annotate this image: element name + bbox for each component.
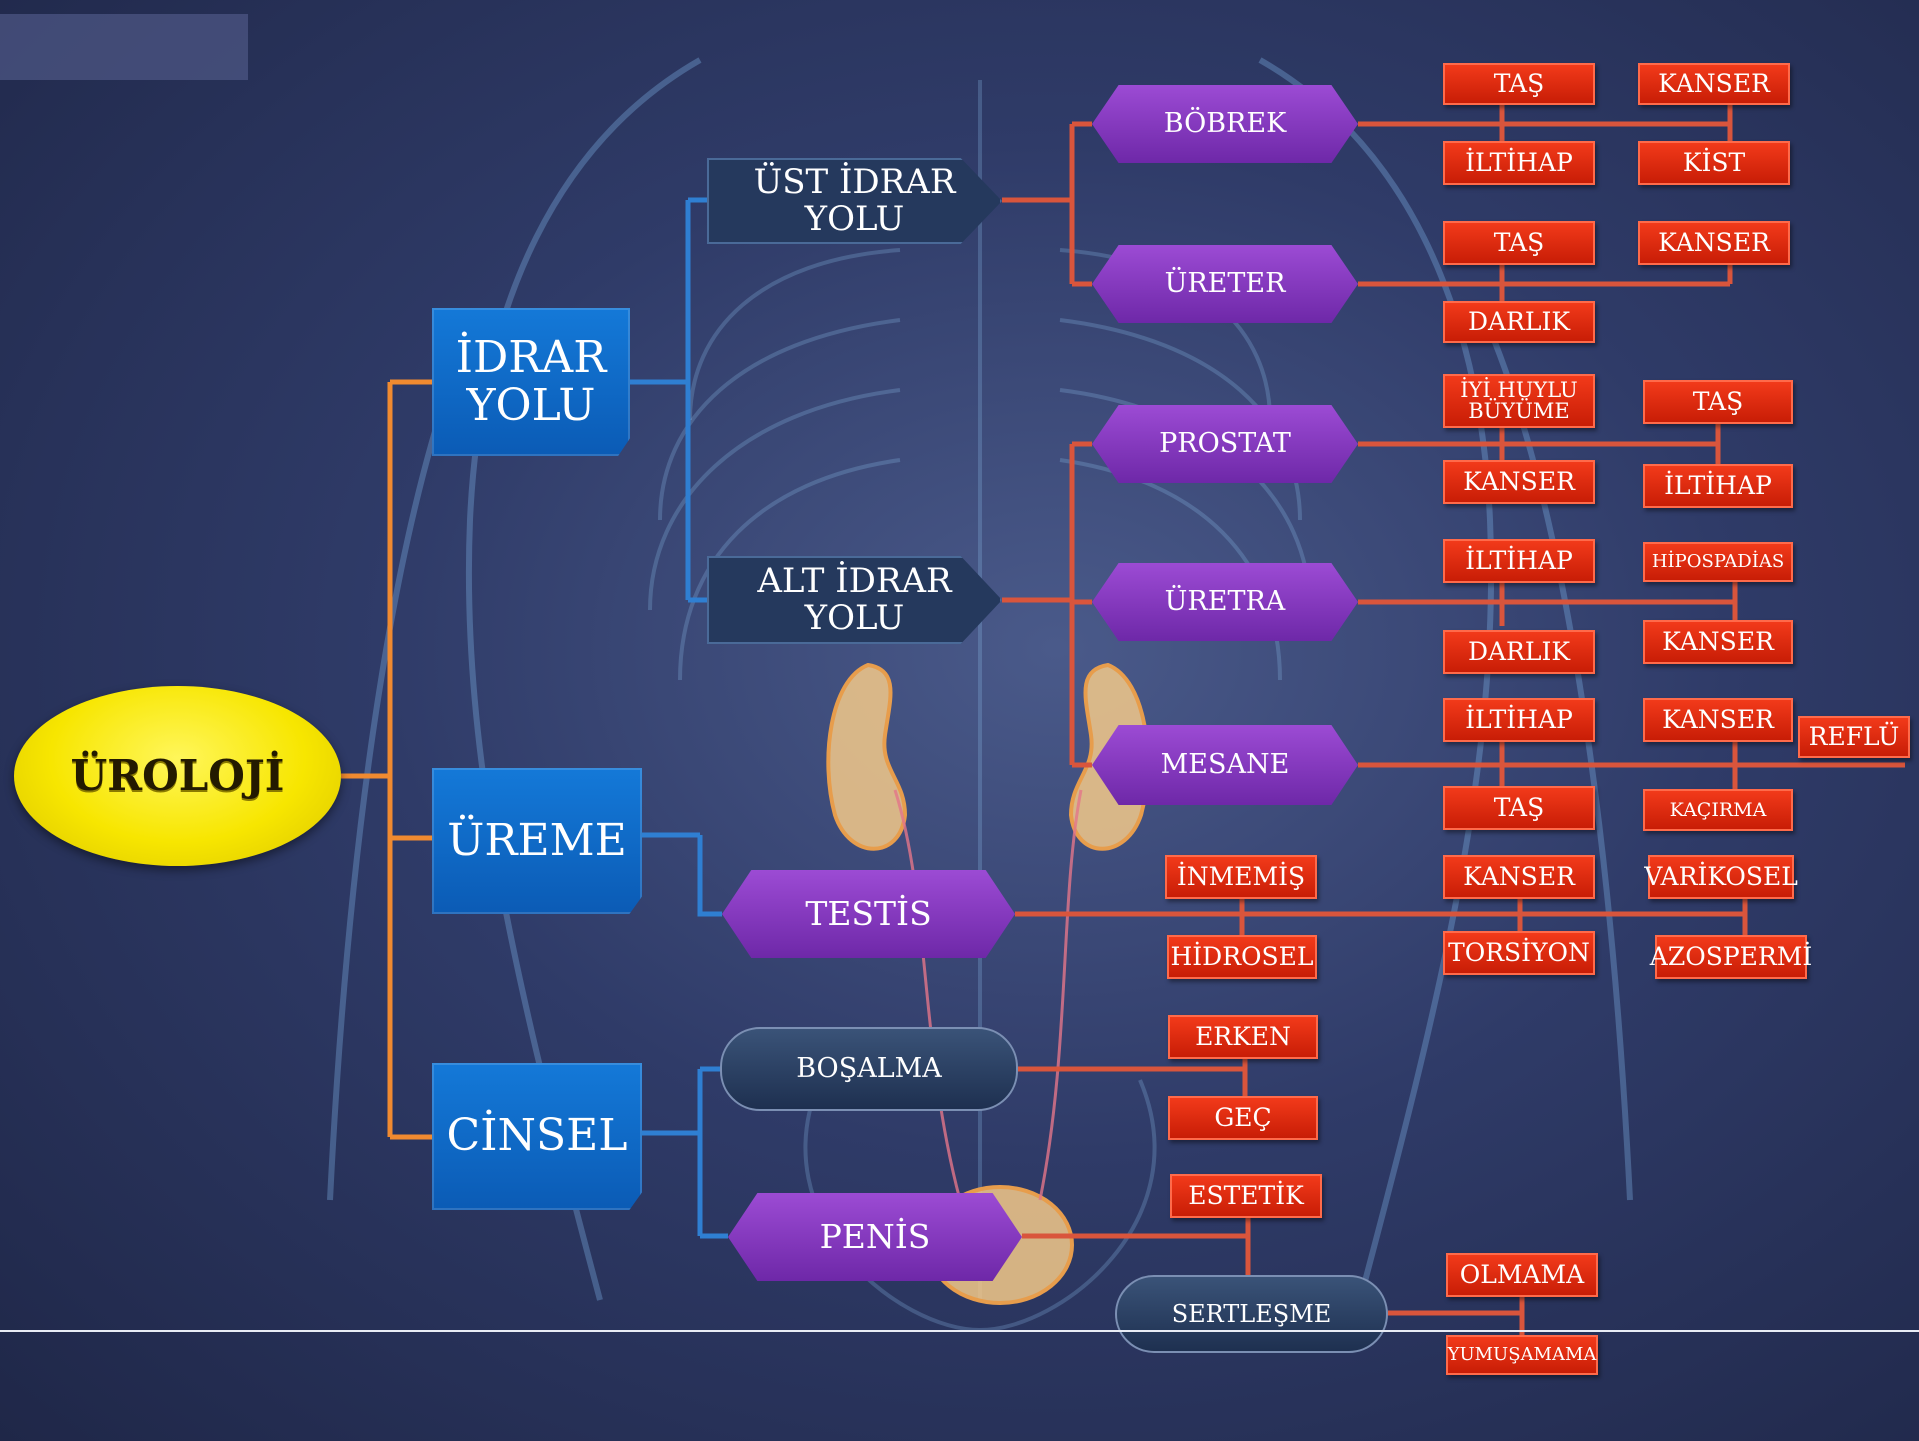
- organ-mesane[interactable]: MESANE: [1092, 725, 1358, 805]
- disease-tag[interactable]: İYİ HUYLU BÜYÜME: [1443, 374, 1595, 428]
- disease-label: TAŞ: [1692, 387, 1744, 417]
- disease-tag[interactable]: TAŞ: [1443, 221, 1595, 265]
- disease-tag[interactable]: İNMEMİŞ: [1165, 855, 1317, 899]
- organ-label: BÖBREK: [1163, 108, 1287, 140]
- disease-tag[interactable]: ESTETİK: [1170, 1174, 1322, 1218]
- disease-tag[interactable]: İLTİHAP: [1443, 539, 1595, 583]
- organ-label: TESTİS: [805, 893, 932, 933]
- disease-tag[interactable]: KAÇIRMA: [1643, 789, 1793, 831]
- disease-label: YUMUŞAMAMA: [1447, 1344, 1597, 1366]
- disease-tag[interactable]: AZOSPERMİ: [1650, 935, 1812, 979]
- disease-label: İLTİHAP: [1465, 546, 1573, 576]
- category-label: ÜREME: [447, 814, 627, 866]
- function-sertlesme[interactable]: SERTLEŞME: [1115, 1275, 1388, 1353]
- subsystem-label: ÜST İDRAR YOLU: [753, 161, 956, 239]
- category-idrar-yolu[interactable]: İDRAR YOLU: [432, 308, 630, 456]
- disease-tag[interactable]: KANSER: [1443, 855, 1595, 899]
- organ-label: ÜRETRA: [1164, 586, 1286, 618]
- disease-tag[interactable]: KANSER: [1638, 63, 1790, 105]
- disease-label: İLTİHAP: [1465, 705, 1573, 735]
- disease-label: HİPOSPADİAS: [1651, 551, 1785, 573]
- disease-tag[interactable]: VARİKOSEL: [1644, 855, 1798, 899]
- disease-label: KANSER: [1658, 69, 1770, 99]
- category-label: CİNSEL: [446, 1110, 628, 1162]
- disease-label: ESTETİK: [1188, 1181, 1304, 1211]
- disease-label: İYİ HUYLU BÜYÜME: [1460, 378, 1578, 423]
- subsystem-alt-idrar-yolu[interactable]: ALT İDRAR YOLU: [707, 556, 1002, 644]
- disease-label: KAÇIRMA: [1669, 798, 1767, 821]
- disease-label: HİDROSEL: [1170, 942, 1314, 972]
- disease-label: İLTİHAP: [1664, 471, 1772, 501]
- subsystem-ust-idrar-yolu[interactable]: ÜST İDRAR YOLU: [707, 158, 1002, 244]
- disease-tag[interactable]: DARLIK: [1443, 301, 1595, 343]
- disease-label: KANSER: [1662, 627, 1774, 657]
- organ-prostat[interactable]: PROSTAT: [1092, 405, 1358, 483]
- disease-label: DARLIK: [1467, 307, 1571, 337]
- disease-label: KİST: [1682, 148, 1746, 178]
- category-label: İDRAR YOLU: [455, 331, 607, 431]
- disease-tag[interactable]: KANSER: [1443, 460, 1595, 504]
- organ-penis[interactable]: PENİS: [728, 1193, 1022, 1281]
- disease-tag[interactable]: DARLIK: [1443, 630, 1595, 674]
- disease-tag[interactable]: HİPOSPADİAS: [1643, 542, 1793, 582]
- disease-label: OLMAMA: [1459, 1260, 1585, 1290]
- category-ureme[interactable]: ÜREME: [432, 768, 642, 914]
- disease-label: İNMEMİŞ: [1176, 862, 1306, 892]
- disease-tag[interactable]: KİST: [1638, 141, 1790, 185]
- subsystem-label: ALT İDRAR YOLU: [757, 560, 952, 638]
- disease-tag[interactable]: TAŞ: [1643, 380, 1793, 424]
- disease-label: GEÇ: [1214, 1103, 1272, 1133]
- disease-tag[interactable]: İLTİHAP: [1443, 141, 1595, 185]
- disease-label: İLTİHAP: [1465, 148, 1573, 178]
- disease-label: AZOSPERMİ: [1649, 942, 1813, 972]
- category-cinsel[interactable]: CİNSEL: [432, 1063, 642, 1210]
- disease-label: KANSER: [1463, 862, 1575, 892]
- disease-tag[interactable]: GEÇ: [1168, 1096, 1318, 1140]
- disease-label: REFLÜ: [1808, 722, 1900, 752]
- organ-ureter[interactable]: ÜRETER: [1092, 245, 1358, 323]
- organ-label: PENİS: [819, 1216, 931, 1256]
- root-label: ÜROLOJİ: [70, 750, 285, 800]
- disease-tag[interactable]: İLTİHAP: [1643, 464, 1793, 508]
- window-corner-overlay: [0, 14, 248, 80]
- disease-tag[interactable]: OLMAMA: [1446, 1253, 1598, 1297]
- organ-bobrek[interactable]: BÖBREK: [1092, 85, 1358, 163]
- organ-label: PROSTAT: [1159, 428, 1291, 460]
- disease-label: KANSER: [1463, 467, 1575, 497]
- disease-label: TAŞ: [1493, 228, 1545, 258]
- disease-tag[interactable]: TAŞ: [1443, 63, 1595, 105]
- organ-label: ÜRETER: [1164, 268, 1286, 300]
- disease-tag[interactable]: KANSER: [1643, 698, 1793, 742]
- disease-tag[interactable]: İLTİHAP: [1443, 698, 1595, 742]
- disease-tag[interactable]: HİDROSEL: [1167, 935, 1317, 979]
- organ-label: BOŞALMA: [796, 1053, 942, 1085]
- disease-tag[interactable]: TORSİYON: [1443, 931, 1595, 975]
- disease-tag[interactable]: KANSER: [1643, 620, 1793, 664]
- disease-tag[interactable]: YUMUŞAMAMA: [1446, 1335, 1598, 1375]
- disease-label: KANSER: [1662, 705, 1774, 735]
- organ-label: MESANE: [1160, 749, 1290, 781]
- bottom-divider: [0, 1330, 1919, 1332]
- disease-tag[interactable]: REFLÜ: [1798, 716, 1910, 758]
- organ-uretra[interactable]: ÜRETRA: [1092, 563, 1358, 641]
- disease-label: TAŞ: [1493, 69, 1545, 99]
- disease-label: ERKEN: [1195, 1022, 1291, 1052]
- disease-tag[interactable]: TAŞ: [1443, 786, 1595, 830]
- disease-label: TAŞ: [1493, 793, 1545, 823]
- disease-tag[interactable]: KANSER: [1638, 221, 1790, 265]
- disease-label: DARLIK: [1467, 637, 1571, 667]
- root-uroloji[interactable]: ÜROLOJİ: [14, 686, 341, 866]
- disease-label: KANSER: [1658, 228, 1770, 258]
- organ-label: SERTLEŞME: [1171, 1299, 1332, 1328]
- disease-tag[interactable]: ERKEN: [1168, 1015, 1318, 1059]
- organ-testis[interactable]: TESTİS: [722, 870, 1015, 958]
- disease-label: TORSİYON: [1448, 938, 1590, 968]
- disease-label: VARİKOSEL: [1644, 862, 1798, 892]
- function-bosalma[interactable]: BOŞALMA: [720, 1027, 1018, 1111]
